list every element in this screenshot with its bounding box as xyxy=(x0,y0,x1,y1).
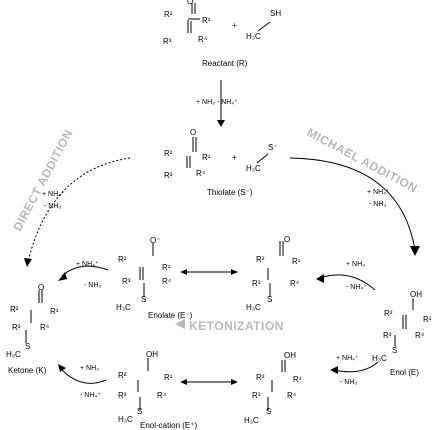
enolate-structure: O⁻ R² R¹ R³ R⁴ S H₃C xyxy=(116,236,172,312)
direct-addition-label: DIRECT ADDITION xyxy=(10,127,75,233)
svg-text:R²: R² xyxy=(118,371,127,380)
thiolate-structure: O R² R¹ R³ R⁴ + H₃C S⁻ xyxy=(164,128,278,180)
svg-text:H₃C: H₃C xyxy=(244,416,259,425)
svg-text:R²: R² xyxy=(10,305,19,314)
enol-structure: OH R² R¹ R³ R⁴ S H₃C xyxy=(372,290,432,363)
carbanion-condition-nh3: + NH₃ xyxy=(346,261,365,268)
svg-text:O: O xyxy=(38,283,44,292)
thiolate-label: Thiolate (S⁻) xyxy=(207,188,253,197)
svg-text:R⁴: R⁴ xyxy=(196,169,206,178)
svg-text:S: S xyxy=(392,346,397,355)
svg-text:+: + xyxy=(232,21,237,30)
svg-text:R¹: R¹ xyxy=(162,263,171,272)
svg-text:R³: R³ xyxy=(252,391,261,400)
direct-condition-nh4: + NH₄⁺ xyxy=(42,191,65,198)
svg-text:O⁻: O⁻ xyxy=(150,236,160,245)
svg-text:R¹: R¹ xyxy=(164,373,173,382)
svg-text:R⁴: R⁴ xyxy=(290,279,300,288)
reactant-structure: O R² R¹ R³ R⁴ + H₃C SH xyxy=(163,0,281,46)
svg-text:O: O xyxy=(190,128,196,137)
svg-text:OH: OH xyxy=(284,351,296,360)
svg-text:R³: R³ xyxy=(383,331,392,340)
svg-text:H₃C: H₃C xyxy=(118,415,133,424)
svg-text:R⁴: R⁴ xyxy=(287,391,297,400)
svg-text:R³: R³ xyxy=(163,37,172,46)
svg-text:R¹: R¹ xyxy=(293,375,302,384)
enol-condition-nh3: - NH₃ xyxy=(340,379,357,386)
svg-text:H₃C: H₃C xyxy=(6,350,21,359)
svg-text:R⁴: R⁴ xyxy=(162,277,172,286)
svg-text:R¹: R¹ xyxy=(292,257,301,266)
svg-text:S: S xyxy=(267,295,272,304)
carbanion-structure: O R² R¹ R³ R⁴ S H₃C xyxy=(246,235,301,312)
enol-cation-condition-nh4: - NH₄⁺ xyxy=(80,392,101,399)
svg-text:S: S xyxy=(137,407,142,416)
ketone-structure: O R² R¹ R³ R⁴ S H₃C xyxy=(6,283,59,359)
svg-text:R²: R² xyxy=(384,309,393,318)
direct-condition-nh3: - NH₃ xyxy=(44,203,61,210)
svg-text:R¹: R¹ xyxy=(50,307,59,316)
enol-cation-structure: OH R² R¹ R³ R⁴ S H₃C xyxy=(118,350,173,424)
svg-text:R²: R² xyxy=(256,373,265,382)
ketone-label: Ketone (K) xyxy=(8,366,47,375)
svg-text:R²: R² xyxy=(256,255,265,264)
svg-text:R³: R³ xyxy=(118,391,127,400)
svg-text:H₃C: H₃C xyxy=(246,32,261,41)
svg-text:H₃C: H₃C xyxy=(372,354,387,363)
svg-text:R¹: R¹ xyxy=(423,315,432,324)
enol-condition-nh4: + NH₄⁺ xyxy=(336,355,359,362)
svg-text:S⁻: S⁻ xyxy=(268,143,278,152)
michael-condition-nh4: + NH₄⁺ xyxy=(367,189,390,196)
condition-r-to-s: + NH₃ - NH₄⁺ xyxy=(196,99,238,106)
svg-text:R²: R² xyxy=(118,255,127,264)
enol-cation-label: Enol-cation (E⁺) xyxy=(140,421,197,430)
svg-text:O: O xyxy=(187,0,193,6)
svg-text:R¹: R¹ xyxy=(202,16,211,25)
michael-condition-nh3: - NH₃ xyxy=(369,201,386,208)
svg-text:R⁴: R⁴ xyxy=(40,323,50,332)
svg-text:R⁴: R⁴ xyxy=(415,331,425,340)
svg-text:H₃C: H₃C xyxy=(246,303,261,312)
svg-text:S: S xyxy=(266,407,271,416)
svg-text:R³: R³ xyxy=(122,277,131,286)
svg-text:R³: R³ xyxy=(12,323,21,332)
svg-text:+: + xyxy=(232,153,237,162)
svg-text:S: S xyxy=(141,295,146,304)
svg-text:O: O xyxy=(284,235,290,244)
enolate-condition-nh4: + NH₄⁺ xyxy=(76,261,99,268)
svg-text:S: S xyxy=(25,342,30,351)
ketonization-label: KETONIZATION xyxy=(189,319,284,333)
svg-text:R³: R³ xyxy=(252,279,261,288)
enolate-label: Enolate (E⁻) xyxy=(148,311,193,320)
svg-text:R³: R³ xyxy=(164,171,173,180)
svg-text:R⁴: R⁴ xyxy=(157,391,167,400)
oxonium-structure: OH R² R¹ R³ R⁴ S H₃C xyxy=(244,351,302,425)
svg-text:R²: R² xyxy=(164,10,173,19)
svg-text:H₃C: H₃C xyxy=(116,303,131,312)
svg-text:R²: R² xyxy=(164,149,173,158)
enol-label: Enol (E) xyxy=(390,368,419,377)
svg-text:R¹: R¹ xyxy=(202,153,211,162)
svg-text:SH: SH xyxy=(270,9,281,18)
svg-text:H₃C: H₃C xyxy=(246,164,261,173)
enol-cation-condition-nh3: + NH₃ xyxy=(80,365,99,372)
ketonization-arrow-icon xyxy=(175,319,185,329)
enolate-condition-nh3: - NH₃ xyxy=(84,282,101,289)
carbanion-condition-nh4: - NH₄⁺ xyxy=(346,284,367,291)
svg-text:OH: OH xyxy=(410,290,422,299)
svg-text:OH: OH xyxy=(146,350,158,359)
svg-text:R⁴: R⁴ xyxy=(198,35,208,44)
reactant-label: Reactant (R) xyxy=(202,59,248,68)
